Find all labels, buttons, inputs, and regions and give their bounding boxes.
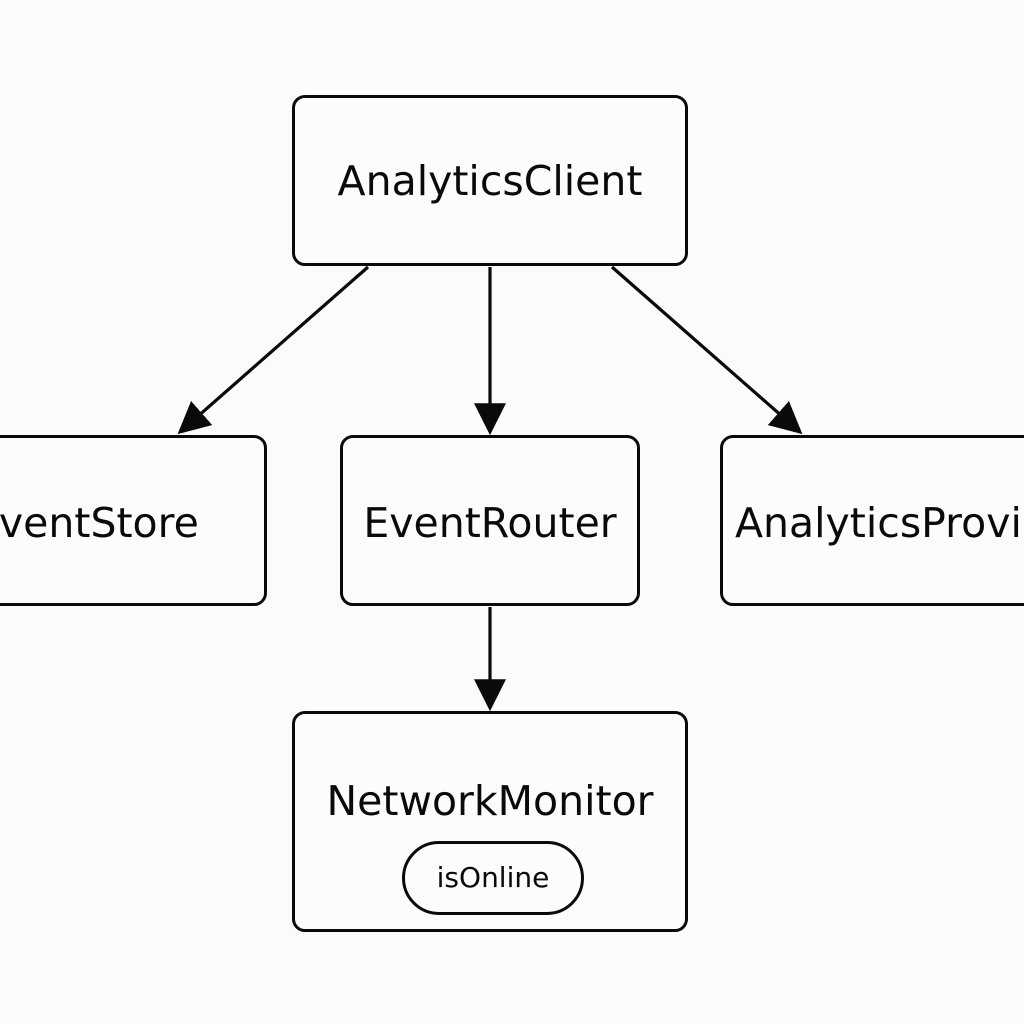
node-label-event-router: EventRouter (363, 499, 617, 547)
property-pill-is-online: isOnline (402, 841, 584, 915)
edge-client-to-provider (610, 265, 803, 435)
node-label-analytics-client: AnalyticsClient (337, 157, 643, 205)
edge-client-to-store (177, 265, 370, 435)
node-label-analytics-provider: AnalyticsProvi (735, 499, 1022, 547)
node-event-store: EventStore (0, 435, 267, 606)
node-analytics-client: AnalyticsClient (292, 95, 688, 266)
node-analytics-provider: AnalyticsProvi (720, 435, 1024, 606)
node-label-network-monitor: NetworkMonitor (326, 777, 654, 825)
node-event-router: EventRouter (340, 435, 640, 606)
node-network-monitor: NetworkMonitor isOnline (292, 711, 688, 932)
property-label-is-online: isOnline (436, 861, 550, 894)
node-label-event-store: EventStore (0, 499, 199, 547)
